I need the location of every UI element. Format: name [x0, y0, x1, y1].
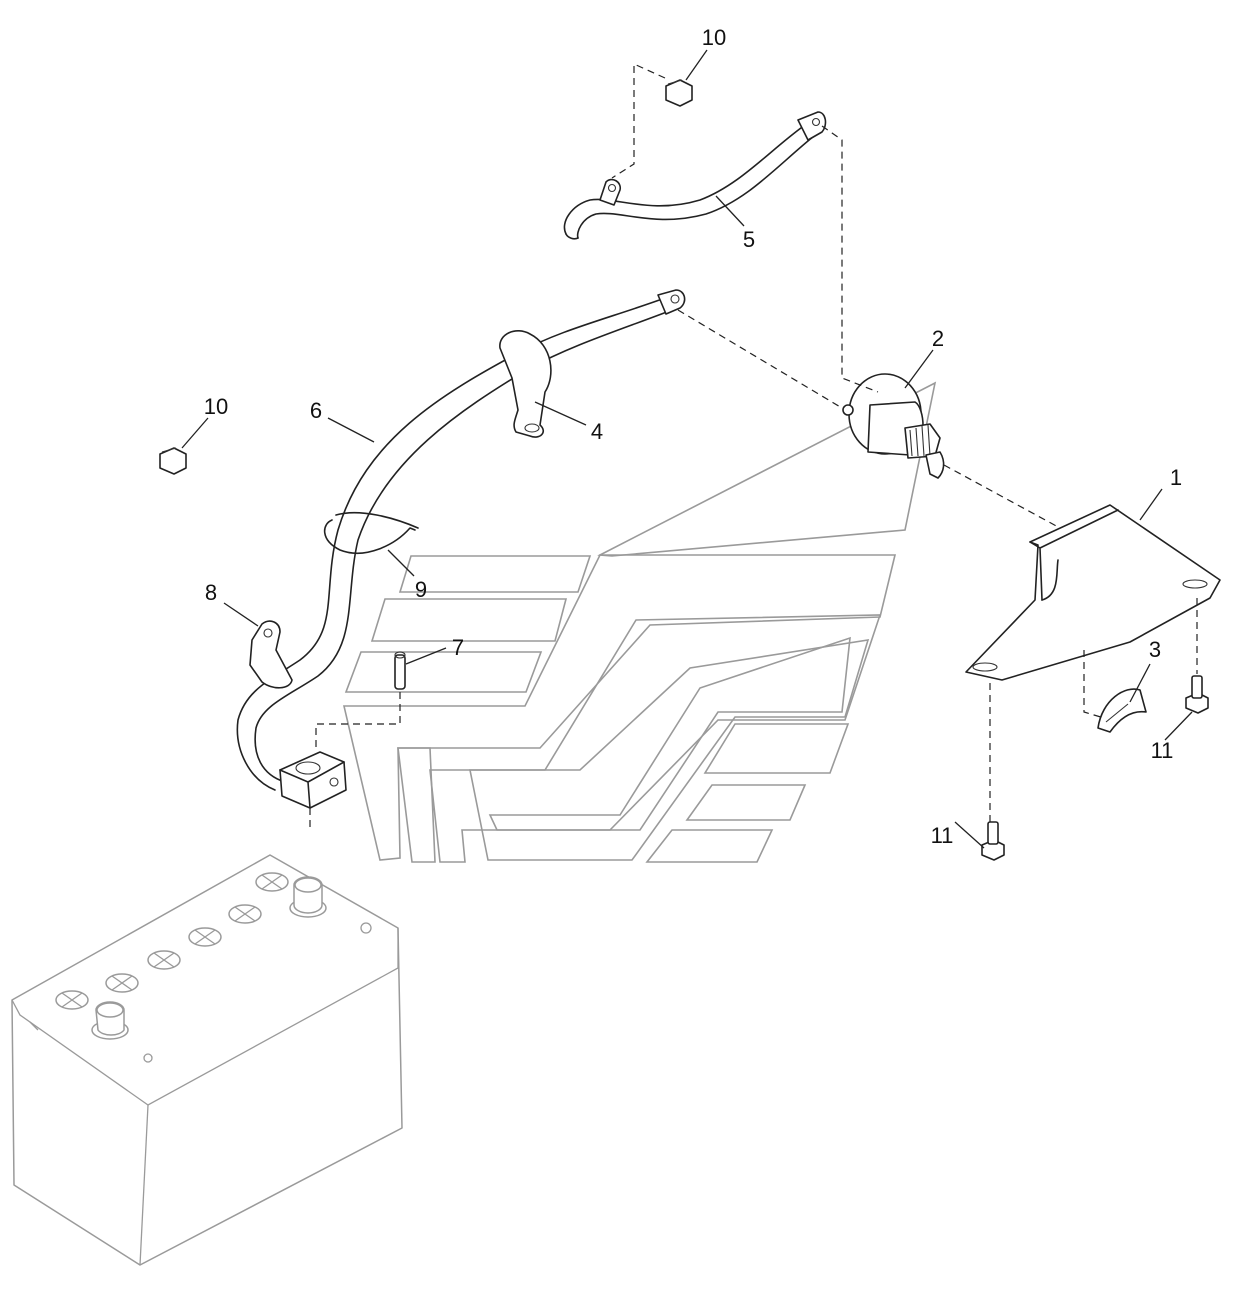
callout-4: 4: [591, 419, 603, 444]
battery-terminal-clamp: [279, 751, 347, 809]
bracket-part-1: [965, 504, 1221, 681]
battery-cell-caps: [55, 872, 289, 1010]
callout-2: 2: [932, 326, 944, 351]
callout-1: 1: [1170, 465, 1182, 490]
cable-long-lug: [657, 289, 686, 315]
cable-short-part-5: [563, 111, 827, 240]
watermark-logo: [342, 381, 937, 863]
callout-3: 3: [1149, 637, 1161, 662]
screw-part-11-lower: [981, 821, 1005, 861]
screw-part-11-upper: [1185, 675, 1209, 714]
battery-post-positive: [289, 876, 327, 918]
clamp-part-4: [499, 330, 552, 438]
callout-labels: 1 2 3 4 5 6 7 8 9 10 10 11 11: [204, 25, 1182, 848]
cable-lug-lower: [599, 178, 622, 206]
assembly-dashed-lines: [309, 63, 1198, 832]
bolt-part-10-lower: [159, 447, 187, 475]
cable-tie-part-9: [323, 511, 419, 554]
switch-part-2: [842, 373, 945, 479]
cable-long-part-6: [236, 289, 686, 791]
callout-9: 9: [415, 577, 427, 602]
bolt-part-10-upper: [665, 79, 693, 107]
callout-11-upper: 11: [1151, 738, 1174, 763]
callout-5: 5: [743, 227, 755, 252]
bolt-part-7: [394, 651, 406, 690]
callout-10-lower: 10: [204, 394, 228, 419]
callout-7: 7: [452, 635, 464, 660]
cable-lug-upper: [797, 111, 827, 141]
boot-part-3: [1097, 688, 1147, 733]
callout-6: 6: [310, 398, 322, 423]
battery-post-negative: [91, 1001, 129, 1040]
callout-8: 8: [205, 580, 217, 605]
leader-lines: [181, 49, 1193, 849]
clamp-part-8: [249, 620, 293, 689]
battery: [11, 854, 403, 1266]
callout-11-lower: 11: [931, 823, 954, 848]
callout-10-upper: 10: [702, 25, 726, 50]
